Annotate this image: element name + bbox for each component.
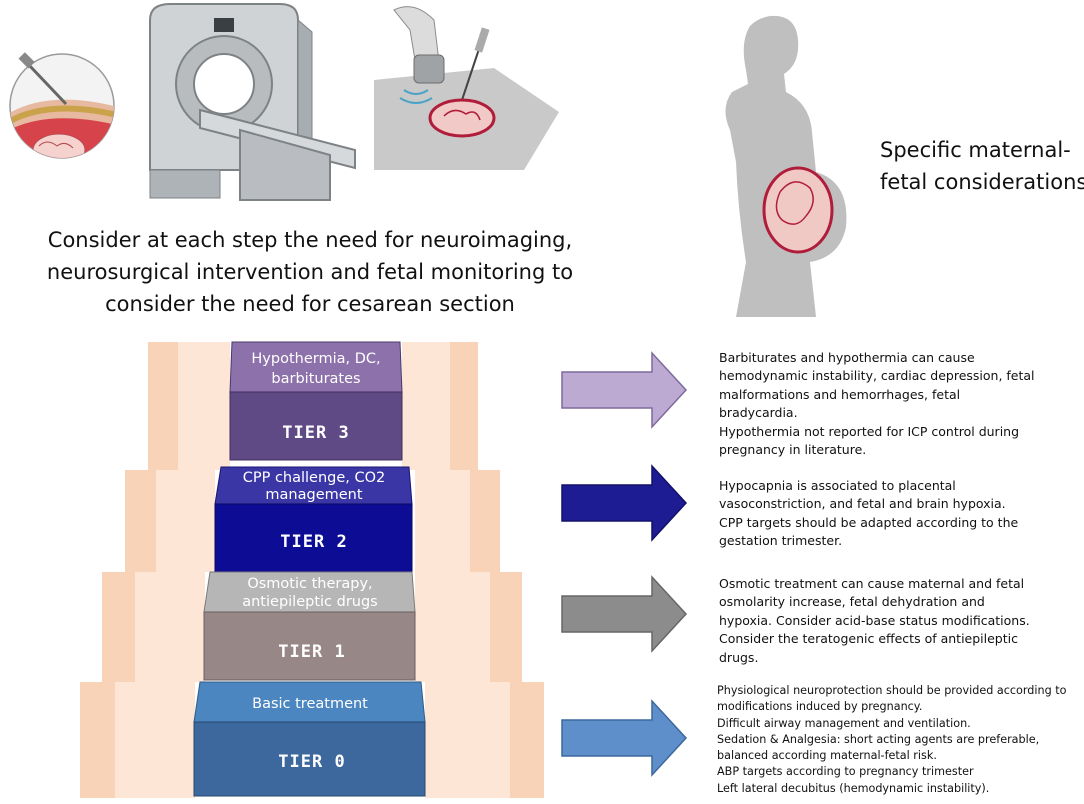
- neuroimaging-caption: Consider at each step the need for neuro…: [30, 224, 590, 320]
- craniotomy-fetus-icon: [9, 52, 115, 159]
- pregnant-woman-fetus-icon: [725, 15, 847, 317]
- stair-step-2: [125, 470, 500, 572]
- tier3-note: Barbiturates and hypothermia can cause h…: [719, 349, 1035, 459]
- maternal-label-line: fetal considerations: [880, 170, 1084, 194]
- note-line: Physiological neuroprotection should be …: [717, 684, 1067, 697]
- note-line: hypoxia. Consider acid-base status modif…: [719, 612, 1030, 628]
- tier3-treatment-line: Hypothermia, DC,: [251, 351, 380, 367]
- note-line: osmolarity increase, fetal dehydration a…: [719, 594, 985, 610]
- tier0-arrow: [561, 699, 688, 777]
- note-line: Difficult airway management and ventilat…: [717, 716, 971, 730]
- tier1-label: TIER 1: [278, 642, 345, 662]
- note-line: Hypocapnia is associated to placental: [719, 478, 956, 493]
- tier0-treatment-line: Basic treatment: [252, 696, 368, 712]
- tier-staircase: Hypothermia, DC, barbiturates TIER 3 CPP…: [80, 341, 544, 798]
- note-line: Hypothermia not reported for ICP control…: [719, 423, 1020, 439]
- tier1-arrow: [561, 575, 688, 653]
- note-line: Sedation & Analgesia: short acting agent…: [717, 732, 1040, 746]
- tier3-block: [229, 391, 403, 461]
- tier3-label: TIER 3: [282, 423, 349, 443]
- stair-step-1: [102, 572, 522, 682]
- note-line: CPP targets should be adapted according …: [719, 514, 1019, 530]
- tier2-note: Hypocapnia is associated to placental va…: [719, 477, 1018, 551]
- maternal-label-line: Specific maternal-: [880, 138, 1071, 162]
- tier2-treatment-line: management: [265, 487, 362, 503]
- note-line: hemodynamic instability, cardiac depress…: [719, 368, 1035, 384]
- note-line: bradycardia.: [719, 405, 798, 421]
- ultrasound-amniocentesis-icon: [374, 6, 559, 170]
- tier1-block: [203, 611, 416, 681]
- note-line: balanced according maternal-fetal risk.: [717, 749, 937, 763]
- caption-line: consider the need for cesarean section: [105, 292, 515, 316]
- note-line: pregnancy in literature.: [719, 442, 867, 458]
- note-line: modifications induced by pregnancy.: [717, 700, 923, 714]
- note-line: malformations and hemorrhages, fetal: [719, 386, 961, 402]
- note-line: Barbiturates and hypothermia can cause: [719, 350, 975, 365]
- note-line: vasoconstriction, and fetal and brain hy…: [719, 496, 1006, 512]
- tier0-label: TIER 0: [278, 752, 345, 772]
- note-line: ABP targets according to pregnancy trime…: [717, 765, 974, 779]
- note-line: gestation trimester.: [719, 533, 843, 549]
- tier1-treatment-line: Osmotic therapy,: [247, 576, 372, 592]
- stair-step-0: [80, 682, 544, 798]
- tier3-treatment-line: barbiturates: [271, 371, 360, 387]
- caption-line: Consider at each step the need for neuro…: [47, 228, 573, 252]
- note-line: Consider the teratogenic effects of anti…: [719, 631, 1018, 647]
- caption-line: neurosurgical intervention and fetal mon…: [46, 260, 574, 284]
- maternal-fetal-label: Specific maternal- fetal considerations: [880, 134, 1084, 198]
- tier1-treatment-line: antiepileptic drugs: [242, 594, 378, 610]
- tier2-treatment-line: CPP challenge, CO2: [243, 470, 386, 486]
- tier3-arrow: [561, 351, 688, 429]
- tier1-note: Osmotic treatment can cause maternal and…: [719, 575, 1030, 667]
- ct-scanner-icon: [149, 3, 356, 201]
- tier0-block: [193, 721, 426, 797]
- tier2-arrow: [561, 464, 688, 542]
- tier0-note: Physiological neuroprotection should be …: [717, 683, 1066, 797]
- note-line: Osmotic treatment can cause maternal and…: [719, 576, 1025, 591]
- stair-step-3: [148, 342, 478, 470]
- tier2-label: TIER 2: [280, 532, 347, 552]
- note-line: drugs.: [719, 649, 759, 665]
- note-line: Left lateral decubitus (hemodynamic inst…: [717, 781, 990, 795]
